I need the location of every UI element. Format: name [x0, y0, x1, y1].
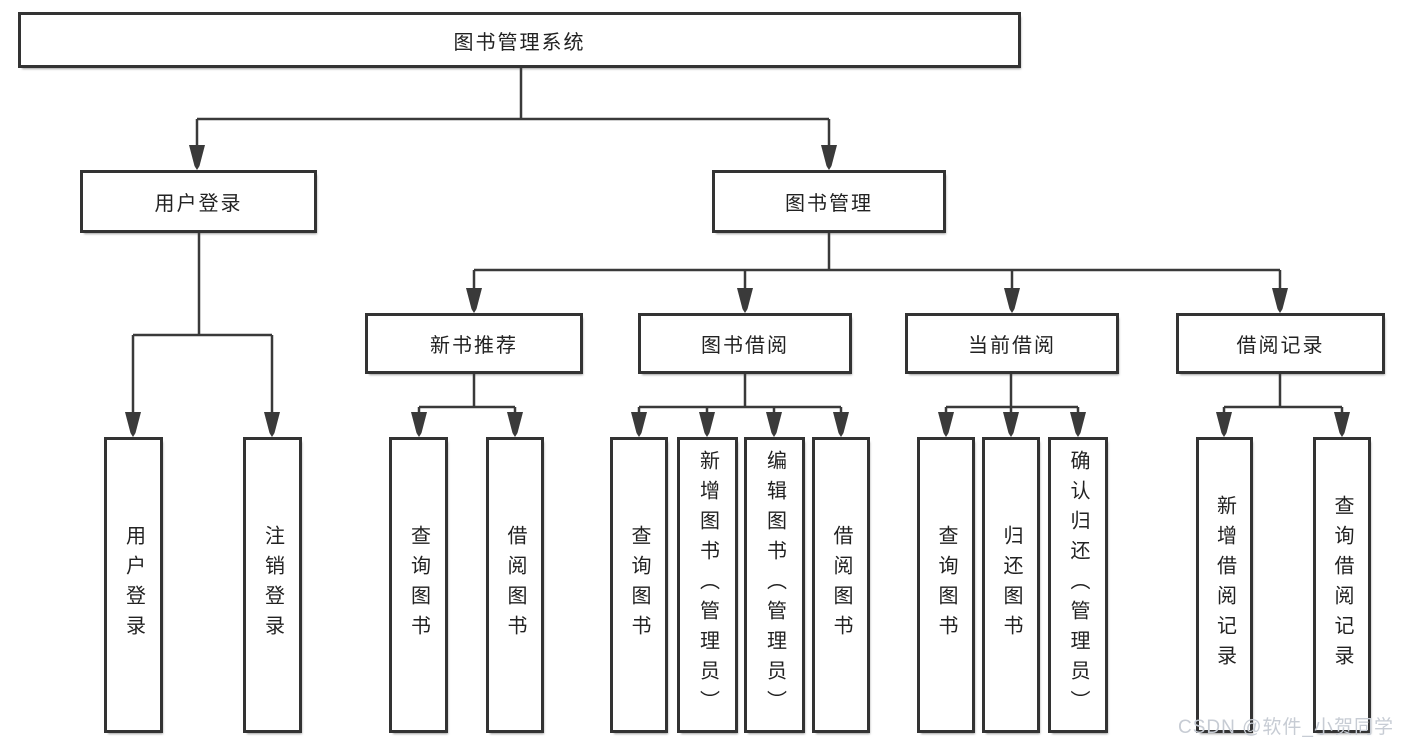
leaf-confirm-return-admin: 确认归还（管理员） [1048, 437, 1108, 733]
leaf-borrow-books: 借阅图书 [812, 437, 870, 733]
node-borrowing-records: 借阅记录 [1176, 313, 1385, 374]
leaf-return-books: 归还图书 [982, 437, 1040, 733]
leaf-query-books-current: 查询图书 [917, 437, 975, 733]
leaf-logout: 注销登录 [243, 437, 302, 733]
leaf-add-books-admin: 新增图书（管理员） [677, 437, 738, 733]
leaf-query-books-recommend: 查询图书 [389, 437, 448, 733]
leaf-edit-books-admin: 编辑图书（管理员） [744, 437, 805, 733]
leaf-query-borrow-record: 查询借阅记录 [1313, 437, 1371, 733]
node-book-management: 图书管理 [712, 170, 946, 233]
leaf-query-books-borrowing: 查询图书 [610, 437, 668, 733]
node-current-borrowing: 当前借阅 [905, 313, 1119, 374]
csdn-watermark: CSDN @软件_小贺同学 [1178, 717, 1394, 738]
node-library-management-system: 图书管理系统 [18, 12, 1021, 68]
node-new-book-recommendation: 新书推荐 [365, 313, 583, 374]
leaf-user-login: 用户登录 [104, 437, 163, 733]
leaf-borrow-books-recommend: 借阅图书 [486, 437, 544, 733]
leaf-add-borrow-record: 新增借阅记录 [1196, 437, 1253, 733]
node-book-borrowing: 图书借阅 [638, 313, 852, 374]
node-user-login: 用户登录 [80, 170, 317, 233]
tree-edges [131, 68, 1344, 435]
